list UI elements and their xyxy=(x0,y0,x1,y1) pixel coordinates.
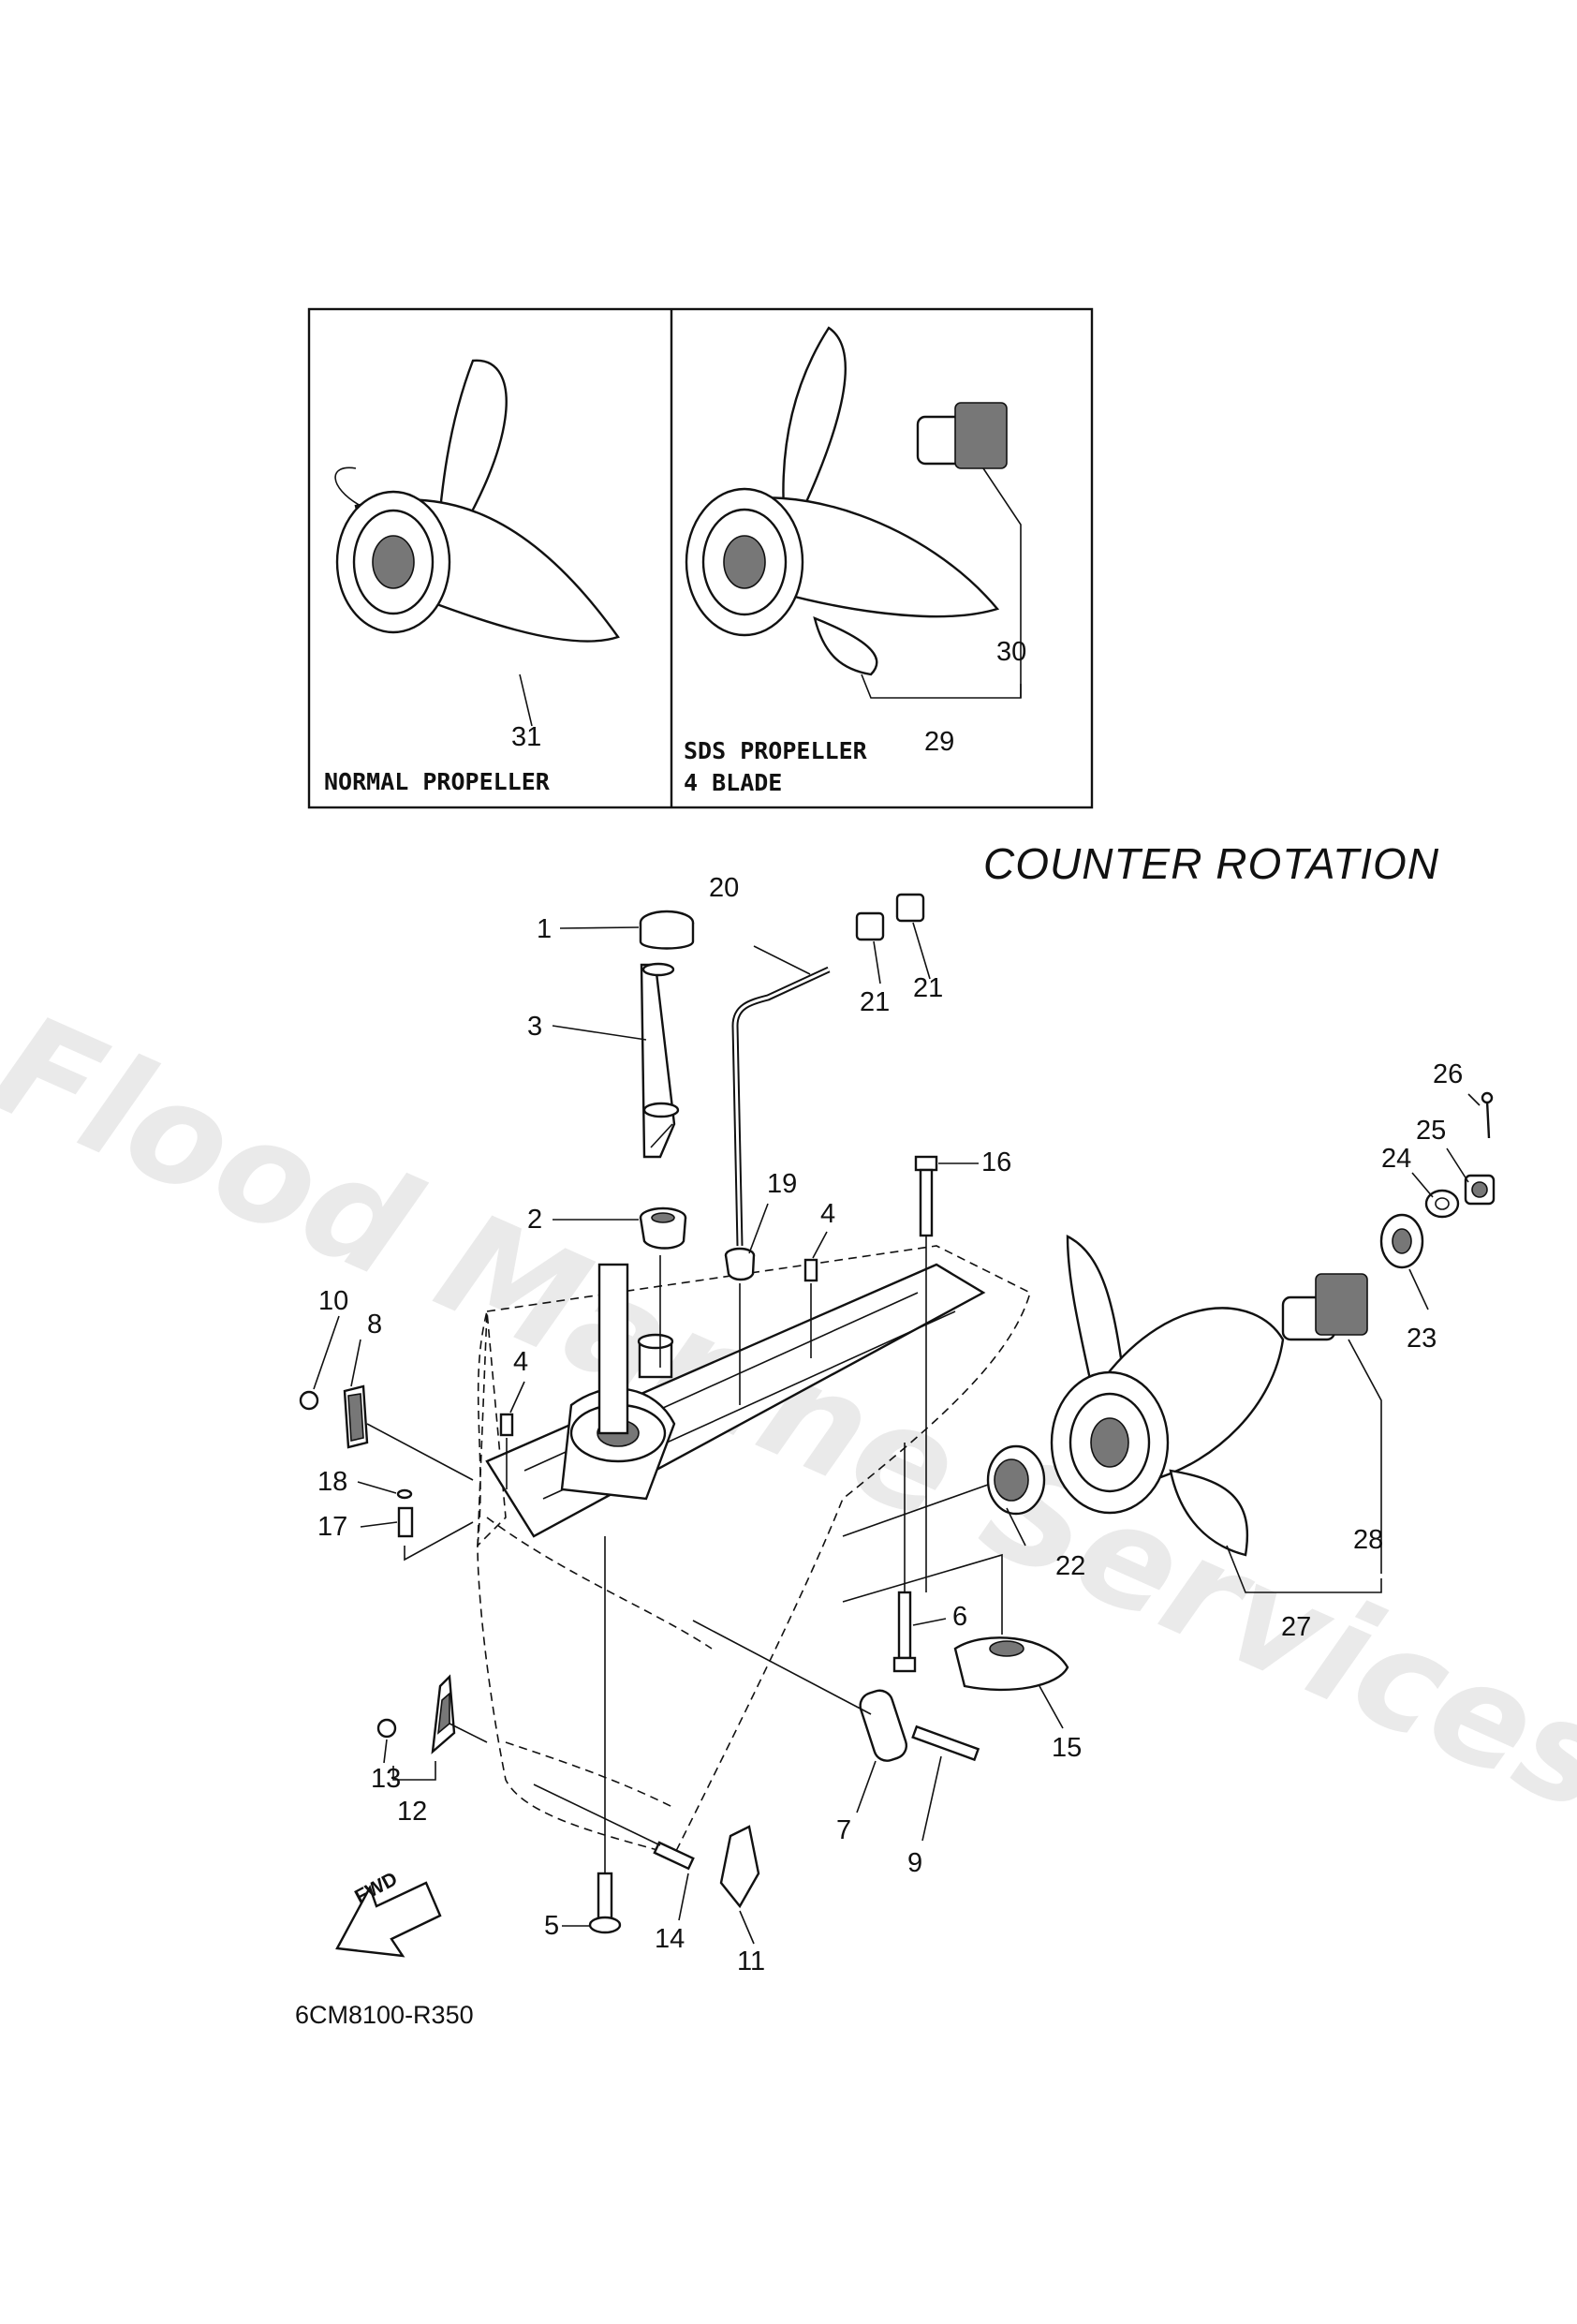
callout-10: 10 xyxy=(318,1286,349,1316)
part-16-bolt xyxy=(914,1155,938,1237)
callout-18: 18 xyxy=(317,1467,348,1497)
part-10-nut xyxy=(299,1390,319,1411)
main-propeller-drawing xyxy=(1050,1235,1285,1557)
callout-23: 23 xyxy=(1407,1324,1437,1354)
callout-17: 17 xyxy=(317,1512,348,1542)
part-20-shift-rod xyxy=(731,966,831,1247)
part-1-collar xyxy=(639,910,695,950)
callout-4b: 4 xyxy=(820,1199,836,1229)
callout-26: 26 xyxy=(1433,1059,1464,1089)
sds-propeller-label: SDS PROPELLER 4 BLADE xyxy=(684,737,867,796)
part-4-dowel-pin-a xyxy=(803,1258,818,1282)
callout-2: 2 xyxy=(527,1205,543,1235)
callout-22: 22 xyxy=(1055,1551,1086,1581)
callout-13: 13 xyxy=(371,1764,402,1794)
sds-propeller-drawing xyxy=(685,326,1022,699)
callout-21b: 21 xyxy=(913,973,944,1003)
part-26-cotter-pin xyxy=(1481,1091,1494,1139)
part-3-water-tube xyxy=(640,962,680,1159)
callout-8: 8 xyxy=(367,1310,383,1340)
callout-21a: 21 xyxy=(860,987,891,1017)
callout-19: 19 xyxy=(767,1169,798,1199)
part-21-pad-a xyxy=(855,911,885,941)
callout-25: 25 xyxy=(1416,1116,1447,1146)
gearcase-top-plate xyxy=(485,1263,986,1538)
callout-11: 11 xyxy=(737,1947,766,1976)
diagram-code: 6CM8100-R350 xyxy=(295,2001,474,2029)
callout-24: 24 xyxy=(1381,1144,1412,1174)
part-19-bushing xyxy=(724,1247,756,1281)
callout-14: 14 xyxy=(655,1924,685,1954)
part-2-grommet xyxy=(639,1206,687,1250)
part-21-pad-b xyxy=(895,893,925,923)
part-6-bolt xyxy=(892,1591,917,1673)
gearcase-outline xyxy=(476,1245,1031,1856)
callout-15: 15 xyxy=(1052,1733,1083,1763)
part-18-washer xyxy=(396,1488,413,1500)
callout-29: 29 xyxy=(924,727,955,757)
callout-1: 1 xyxy=(537,914,553,944)
callout-12: 12 xyxy=(397,1797,428,1827)
page-title: COUNTER ROTATION xyxy=(983,839,1440,888)
callout-20: 20 xyxy=(709,873,740,903)
part-28-spacer xyxy=(1281,1273,1368,1341)
part-23-washer xyxy=(1379,1213,1424,1269)
leader-lines xyxy=(313,922,1481,1945)
part-7-trim-tab-pad xyxy=(859,1689,908,1762)
normal-propeller-drawing xyxy=(334,359,620,727)
part-25-nut xyxy=(1464,1174,1496,1206)
part-11-cover xyxy=(719,1825,760,1909)
callout-28: 28 xyxy=(1353,1525,1384,1555)
part-14-bolt xyxy=(653,1841,695,1871)
callout-27: 27 xyxy=(1281,1612,1312,1642)
part-17-plug xyxy=(397,1506,414,1538)
callout-4a: 4 xyxy=(513,1347,529,1377)
part-5-bolt xyxy=(588,1872,622,1934)
callout-9: 9 xyxy=(907,1848,923,1878)
callout-31: 31 xyxy=(511,722,542,752)
part-13-nut xyxy=(376,1718,397,1739)
part-12-anode xyxy=(431,1674,456,1754)
fwd-arrow-shape xyxy=(335,1881,442,1958)
part-8-anode xyxy=(343,1384,369,1449)
part-22-thrust-washer xyxy=(986,1444,1046,1516)
callout-3: 3 xyxy=(527,1012,543,1042)
callout-7: 7 xyxy=(836,1815,852,1845)
propeller-inset-frame xyxy=(307,307,1094,809)
callout-16: 16 xyxy=(981,1147,1012,1177)
callout-5: 5 xyxy=(544,1911,560,1941)
part-15-trim-tab xyxy=(953,1636,1069,1692)
callout-30: 30 xyxy=(996,637,1027,667)
part-24-washer xyxy=(1424,1189,1460,1219)
callout-6: 6 xyxy=(952,1602,968,1632)
part-4-dowel-pin-b xyxy=(499,1413,514,1437)
part-9-bolt xyxy=(911,1724,980,1762)
normal-propeller-label: NORMAL PROPELLER xyxy=(324,768,550,795)
